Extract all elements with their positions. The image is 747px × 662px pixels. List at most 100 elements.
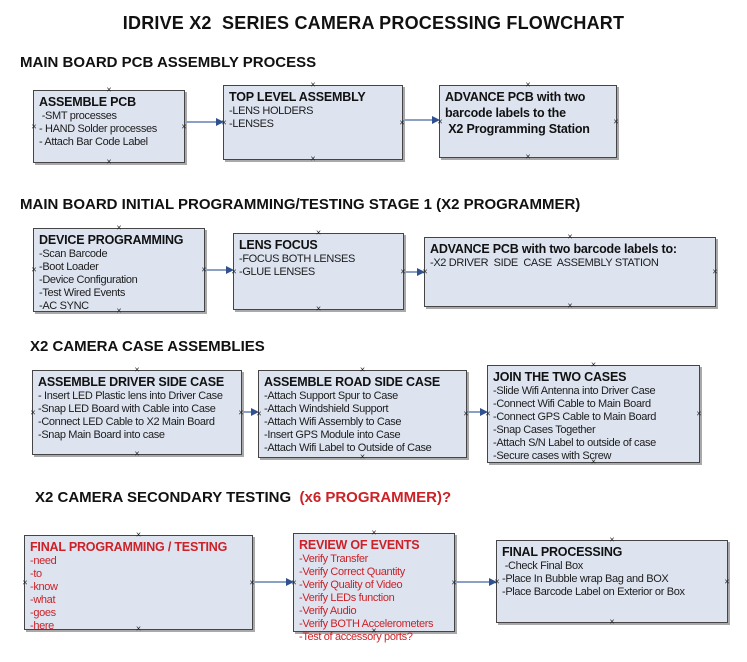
connector-handle-icon: ×	[249, 577, 255, 587]
arrow-shaft	[243, 411, 252, 413]
flow-arrow[interactable]	[243, 407, 259, 417]
connector-handle-icon: ×	[106, 156, 112, 167]
connector-handle-icon: ×	[201, 264, 207, 275]
section-heading: MAIN BOARD PCB ASSEMBLY PROCESS	[20, 54, 316, 71]
flow-box-item: -Snap Cases Together	[493, 424, 596, 436]
flow-box-title: DEVICE PROGRAMMING	[39, 233, 184, 247]
connector-handle-icon: ×	[134, 448, 140, 459]
flow-box-item: - Attach Bar Code Label	[39, 136, 148, 148]
flow-box-item: -Verify Correct Quantity	[299, 566, 405, 578]
flow-box-item: -Insert GPS Module into Case	[264, 429, 401, 441]
flow-box-item: -Snap Main Board into case	[38, 429, 165, 441]
flow-box-title: JOIN THE TWO CASES	[493, 370, 627, 384]
connector-handle-icon: ×	[371, 527, 377, 538]
connector-handle-icon: ×	[135, 623, 142, 634]
flow-box-item: -Snap LED Board with Cable into Case	[38, 403, 216, 415]
flow-arrow[interactable]	[186, 117, 224, 127]
flow-box-item: -Place Barcode Label on Exterior or Box	[502, 586, 685, 598]
flow-box-item: -Place In Bubble wrap Bag and BOX	[502, 573, 669, 585]
arrow-head-icon	[226, 266, 234, 274]
connector-handle-icon: ×	[437, 116, 443, 126]
connector-handle-icon: ×	[31, 121, 37, 131]
flow-box[interactable]: FINAL PROCESSING -Check Final Box-Place …	[494, 535, 729, 626]
flow-box-item: -AC SYNC	[39, 300, 89, 312]
arrow-head-icon	[286, 578, 294, 586]
arrow-shaft	[468, 411, 481, 413]
flow-box-item: -know	[30, 581, 58, 593]
flow-box-item: -Verify Quality of Video	[299, 579, 403, 591]
flow-box-item: -Verify Transfer	[299, 553, 368, 565]
connector-handle-icon: ×	[238, 407, 244, 417]
connector-handle-icon: ×	[485, 408, 491, 419]
flow-box-item: - HAND Solder processes	[39, 123, 157, 135]
connector-handle-icon: ×	[525, 151, 531, 162]
section-heading: MAIN BOARD INITIAL PROGRAMMING/TESTING S…	[20, 196, 580, 213]
connector-handle-icon: ×	[106, 84, 112, 95]
flow-box-item: -Verify LEDs function	[299, 592, 395, 604]
flow-box[interactable]: ASSEMBLE ROAD SIDE CASE-Attach Support S…	[256, 365, 468, 461]
flow-box[interactable]: FINAL PROGRAMMING / TESTING-need-to-know…	[22, 530, 255, 633]
connector-handle-icon: ×	[291, 577, 297, 587]
connector-handle-icon: ×	[371, 625, 377, 636]
flow-box-item: - Insert LED Plastic lens into Driver Ca…	[38, 390, 223, 402]
flow-box[interactable]: TOP LEVEL ASSEMBLY-LENS HOLDERS-LENSES××…	[221, 80, 405, 163]
arrow-head-icon	[480, 408, 488, 416]
flow-box-title: REVIEW OF EVENTS	[299, 538, 420, 552]
connector-handle-icon: ×	[256, 408, 262, 419]
flow-arrow[interactable]	[206, 265, 234, 275]
connector-handle-icon: ×	[31, 264, 37, 275]
arrow-shaft	[456, 581, 490, 583]
section-heading-text: X2 CAMERA SECONDARY TESTING	[35, 489, 296, 506]
flow-box-title: ADVANCE PCB with two barcode labels to:	[430, 242, 677, 256]
connector-handle-icon: ×	[359, 364, 366, 375]
connector-handle-icon: ×	[116, 222, 122, 233]
flow-box-item: -Check Final Box	[502, 560, 584, 572]
flow-box[interactable]: ADVANCE PCB with two barcode labels to t…	[437, 80, 618, 161]
arrow-shaft	[186, 121, 217, 123]
flow-box-item: -Connect GPS Cable to Main Board	[493, 411, 657, 423]
flow-box-item: -Secure cases with Screw	[493, 450, 612, 462]
flow-arrow[interactable]	[456, 577, 497, 587]
flow-box-item: -Attach Support Spur to Case	[264, 390, 398, 402]
flow-box[interactable]: ASSEMBLE DRIVER SIDE CASE- Insert LED Pl…	[30, 365, 244, 458]
section-heading-text: MAIN BOARD INITIAL PROGRAMMING/TESTING S…	[20, 196, 581, 213]
flow-box-item: -Connect Wifi Cable to Main Board	[493, 398, 651, 410]
flow-arrow[interactable]	[405, 267, 425, 277]
flow-arrow[interactable]	[468, 407, 488, 417]
flow-box[interactable]: ASSEMBLE PCB -SMT processes- HAND Solder…	[31, 85, 187, 166]
flow-box[interactable]: REVIEW OF EVENTS-Verify Transfer-Verify …	[291, 528, 456, 643]
connector-handle-icon: ×	[400, 266, 406, 276]
flow-box-title: FINAL PROCESSING	[502, 545, 623, 559]
arrow-head-icon	[417, 268, 425, 276]
section-heading-text: X2 CAMERA CASE ASSEMBLIES	[30, 338, 265, 355]
connector-handle-icon: ×	[567, 231, 573, 242]
section-heading-red-text: (x6 PROGRAMMER)?	[295, 489, 452, 506]
flow-box[interactable]: LENS FOCUS-FOCUS BOTH LENSES-GLUE LENSES…	[231, 228, 406, 313]
flow-box-title: ASSEMBLE DRIVER SIDE CASE	[38, 375, 225, 389]
flow-box-title: LENS FOCUS	[239, 238, 318, 252]
connector-handle-icon: ×	[609, 534, 615, 545]
flow-box-item: -Test of accessory ports?	[299, 631, 413, 643]
connector-handle-icon: ×	[315, 303, 322, 314]
flow-box[interactable]: JOIN THE TWO CASES-Slide Wifi Antenna in…	[485, 360, 702, 466]
connector-handle-icon: ×	[181, 121, 187, 131]
flow-arrow[interactable]	[254, 577, 294, 587]
flow-arrow[interactable]	[404, 115, 440, 125]
connector-handle-icon: ×	[399, 117, 405, 127]
connector-handle-icon: ×	[590, 456, 597, 467]
flow-box-item: -Attach Wifi Assembly to Case	[264, 416, 402, 428]
flow-box-item: -Verify Audio	[299, 605, 357, 617]
flow-box-item: -Attach Wifi Label to Outside of Case	[264, 442, 432, 454]
connector-handle-icon: ×	[310, 79, 316, 90]
connector-handle-icon: ×	[22, 577, 28, 587]
connector-handle-icon: ×	[696, 408, 702, 419]
arrow-head-icon	[216, 118, 224, 126]
flow-box-title: ADVANCE PCB with two barcode labels to t…	[445, 90, 590, 136]
connector-handle-icon: ×	[135, 529, 142, 540]
flow-box[interactable]: ADVANCE PCB with two barcode labels to:-…	[422, 232, 717, 310]
flow-box-item: -FOCUS BOTH LENSES	[239, 253, 355, 265]
flow-box-item: -Test Wired Events	[39, 287, 126, 299]
flow-box-item: -goes	[30, 607, 56, 619]
flow-box[interactable]: DEVICE PROGRAMMING-Scan Barcode-Boot Loa…	[31, 223, 207, 315]
